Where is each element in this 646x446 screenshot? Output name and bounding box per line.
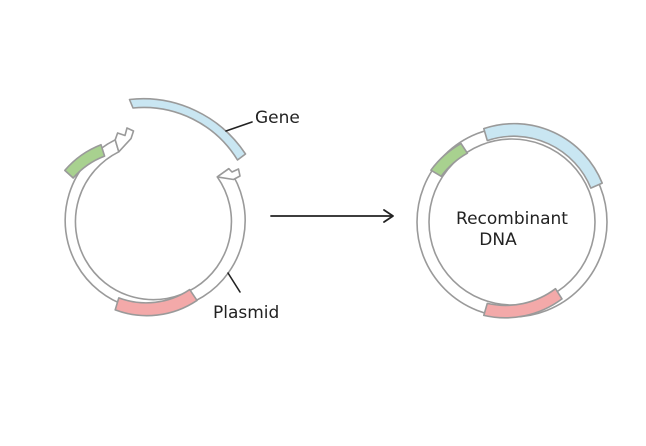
plasmid-sticky-end-top	[114, 127, 135, 153]
gene-fragment-shape	[128, 98, 247, 161]
recombinant-label-line2: DNA	[479, 230, 517, 250]
plasmid-sticky-end-right	[216, 167, 241, 181]
recombinant-gene-segment	[483, 122, 603, 189]
plasmid-left	[64, 127, 246, 317]
gene-leader-line	[225, 121, 253, 132]
recombinant-marker-red	[483, 287, 563, 319]
recombinant-marker-green	[430, 142, 469, 178]
recombinant-label-line1: Recombinant	[456, 209, 568, 229]
plasmid-ring	[64, 139, 246, 312]
plasmid-marker-green	[64, 143, 106, 179]
arrow-head	[383, 209, 394, 223]
gene-fragment	[128, 98, 253, 161]
gene-label: Gene	[255, 108, 300, 128]
plasmid-marker-red	[114, 288, 198, 317]
plasmid-leader-line	[227, 272, 241, 293]
plasmid-recombinant	[416, 122, 608, 319]
plasmid-label: Plasmid	[213, 303, 279, 323]
process-arrow	[270, 209, 394, 223]
